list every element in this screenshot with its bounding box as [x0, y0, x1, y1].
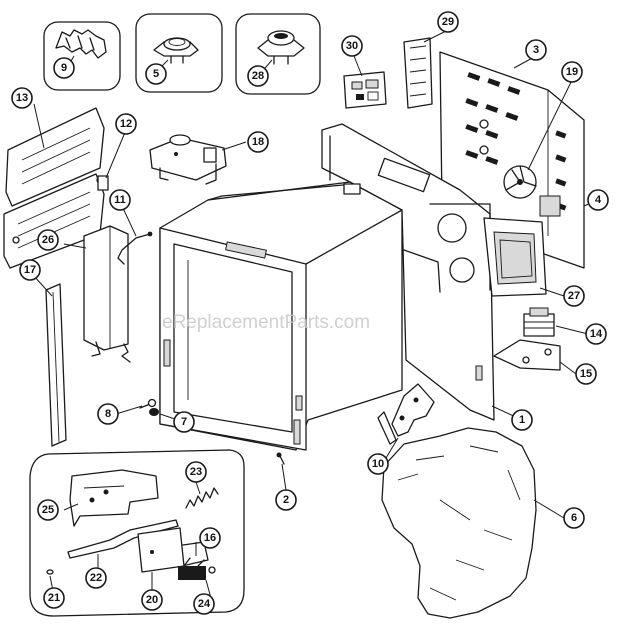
callout-3: 3: [525, 39, 547, 61]
callout-9: 9: [53, 57, 75, 79]
part-25-bracket: [69, 469, 159, 527]
svg-text:26: 26: [42, 234, 54, 246]
callout-29: 29: [437, 11, 459, 33]
svg-text:28: 28: [252, 70, 264, 82]
callout-23: 23: [185, 461, 207, 483]
svg-text:9: 9: [61, 62, 67, 74]
part-29-bracket: [403, 37, 433, 109]
part-21-screw: [46, 569, 54, 575]
callout-19: 19: [561, 61, 583, 83]
callout-13: 13: [11, 87, 33, 109]
oven-cavity: [159, 181, 403, 451]
part-26-wire: [121, 343, 131, 363]
svg-text:5: 5: [153, 68, 159, 80]
svg-text:1: 1: [519, 414, 525, 426]
callout-21: 21: [43, 587, 65, 609]
svg-text:13: 13: [16, 92, 28, 104]
part-6-insulation-blanket: [381, 427, 537, 619]
part-10-door-latch: [377, 383, 435, 445]
callout-14: 14: [585, 323, 607, 345]
callout-26: 26: [37, 229, 59, 251]
part-14-transformer: [523, 307, 555, 337]
part-12-bracket: [97, 175, 109, 191]
part-17-trim-strip: [45, 283, 67, 447]
callout-11: 11: [109, 189, 131, 211]
callout-18: 18: [247, 131, 269, 153]
svg-text:20: 20: [146, 594, 158, 606]
callout-7: 7: [173, 411, 195, 433]
svg-text:24: 24: [198, 598, 211, 610]
svg-text:7: 7: [181, 416, 187, 428]
callout-4: 4: [587, 189, 609, 211]
svg-text:2: 2: [283, 494, 289, 506]
part-11-wire-sensor: [117, 231, 153, 265]
svg-text:10: 10: [372, 458, 384, 470]
svg-text:3: 3: [533, 44, 539, 56]
svg-text:6: 6: [571, 512, 577, 524]
svg-text:11: 11: [114, 194, 126, 206]
svg-text:12: 12: [120, 118, 132, 130]
part-20-plate: [137, 527, 185, 573]
part-18-switch: [149, 134, 227, 185]
svg-text:30: 30: [346, 40, 358, 52]
callout-17: 17: [19, 259, 41, 281]
svg-text:14: 14: [590, 328, 603, 340]
svg-text:21: 21: [48, 592, 60, 604]
callout-6: 6: [563, 507, 585, 529]
part-23-spring: [185, 487, 219, 509]
part-26-duct: [83, 225, 129, 357]
part-box-28: [235, 13, 321, 95]
part-2-screw: [276, 452, 285, 465]
svg-text:15: 15: [580, 368, 592, 380]
svg-text:18: 18: [252, 136, 264, 148]
callout-30: 30: [341, 35, 363, 57]
part-15-bracket: [493, 339, 561, 371]
part-5-thermostat-drawing: [153, 37, 199, 64]
svg-text:19: 19: [566, 66, 578, 78]
svg-text:23: 23: [190, 466, 202, 478]
svg-text:17: 17: [24, 264, 36, 276]
callout-1: 1: [511, 409, 533, 431]
svg-text:27: 27: [568, 290, 580, 302]
part-1-oven-frame: [321, 123, 495, 421]
part-7-bumper: [149, 408, 159, 416]
callout-16: 16: [199, 527, 221, 549]
callout-2: 2: [275, 489, 297, 511]
svg-text:29: 29: [442, 16, 454, 28]
svg-text:22: 22: [90, 572, 102, 584]
watermark-text: eReplacementParts.com: [162, 312, 370, 333]
part-8-screw: [139, 398, 157, 409]
part-9-clip-drawing: [55, 29, 107, 59]
svg-text:8: 8: [105, 408, 111, 420]
svg-text:25: 25: [42, 504, 54, 516]
callout-22: 22: [85, 567, 107, 589]
part-30-control-board: [343, 71, 387, 109]
callout-15: 15: [575, 363, 597, 385]
part-28-thermostat-drawing: [257, 30, 305, 65]
detail-bubble: [29, 449, 245, 617]
callout-24: 24: [193, 593, 215, 615]
callout-25: 25: [37, 499, 59, 521]
part-19-convection-fan: [503, 165, 537, 199]
svg-text:16: 16: [204, 532, 216, 544]
callout-27: 27: [563, 285, 585, 307]
callout-28: 28: [247, 65, 269, 87]
svg-text:4: 4: [595, 194, 602, 206]
part-22-rod: [67, 519, 179, 559]
callout-5: 5: [145, 63, 167, 85]
callout-12: 12: [115, 113, 137, 135]
part-27-element: [483, 217, 547, 297]
callout-10: 10: [367, 453, 389, 475]
callout-8: 8: [97, 403, 119, 425]
callout-20: 20: [141, 589, 163, 611]
part-box-9: [43, 21, 121, 91]
part-24-switch-body: [178, 557, 216, 580]
part-box-5: [135, 13, 223, 93]
